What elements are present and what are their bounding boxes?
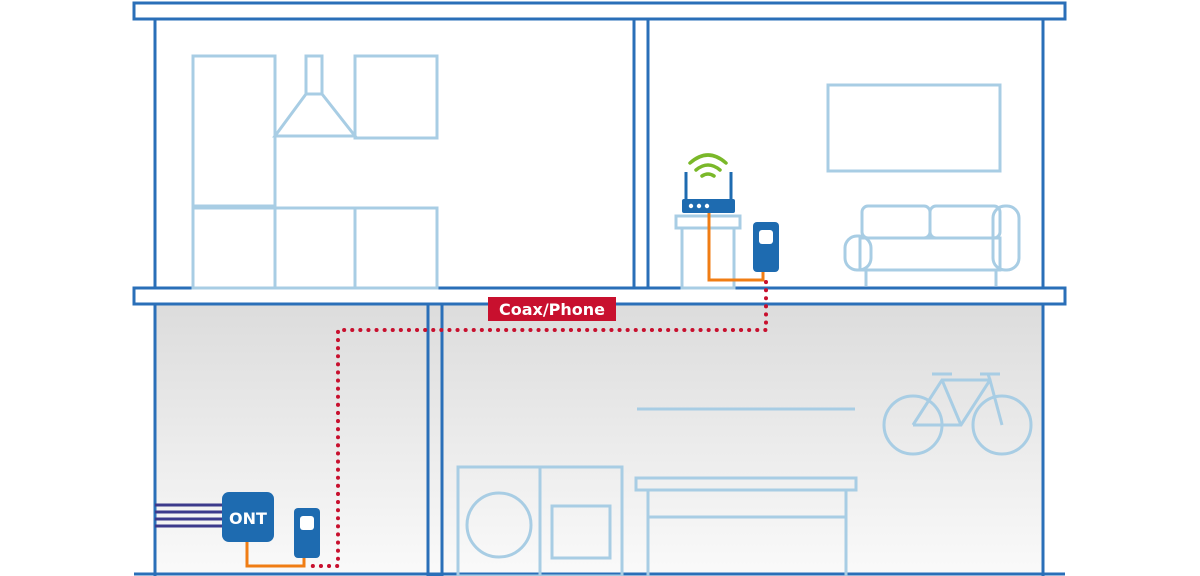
- kitchen: [191, 54, 439, 290]
- kitchen-hood-chimney: [304, 54, 324, 96]
- ethernet-router-adapter: [707, 212, 765, 282]
- ont-label: ONT: [229, 509, 267, 528]
- ont-icon: ONT: [222, 492, 274, 542]
- kitchen-hood-icon: [272, 92, 359, 138]
- bicycle-icon: [882, 372, 1033, 456]
- kitchen-counter: [191, 206, 439, 290]
- living-room: [674, 83, 1021, 290]
- upper-partition-wall: [632, 17, 650, 290]
- coax-phone-cable: [304, 280, 768, 568]
- lower-partition-wall: [426, 302, 444, 576]
- adapter-icon-basement: [294, 508, 320, 558]
- sofa-icon: [843, 204, 1021, 286]
- dryer: [538, 465, 624, 576]
- roof-slab: [132, 1, 1067, 21]
- ethernet-ont-adapter: [245, 542, 306, 568]
- kitchen-upper-cabinet: [353, 54, 439, 140]
- laundry-area: [456, 372, 1033, 576]
- house-structure: [132, 1, 1067, 576]
- wifi-icon: [688, 153, 728, 178]
- workbench: [634, 476, 858, 576]
- kitchen-tall-cabinet: [191, 54, 277, 208]
- fiber-line: [155, 503, 222, 528]
- basement-shading: [155, 304, 1043, 576]
- ethernet-cable: [245, 212, 765, 568]
- cable-label: Coax/Phone: [488, 297, 616, 321]
- cable-label-text: Coax/Phone: [499, 300, 605, 319]
- adapter-icon: [753, 222, 779, 272]
- router-icon: [682, 172, 735, 213]
- tv-screen: [826, 83, 1002, 173]
